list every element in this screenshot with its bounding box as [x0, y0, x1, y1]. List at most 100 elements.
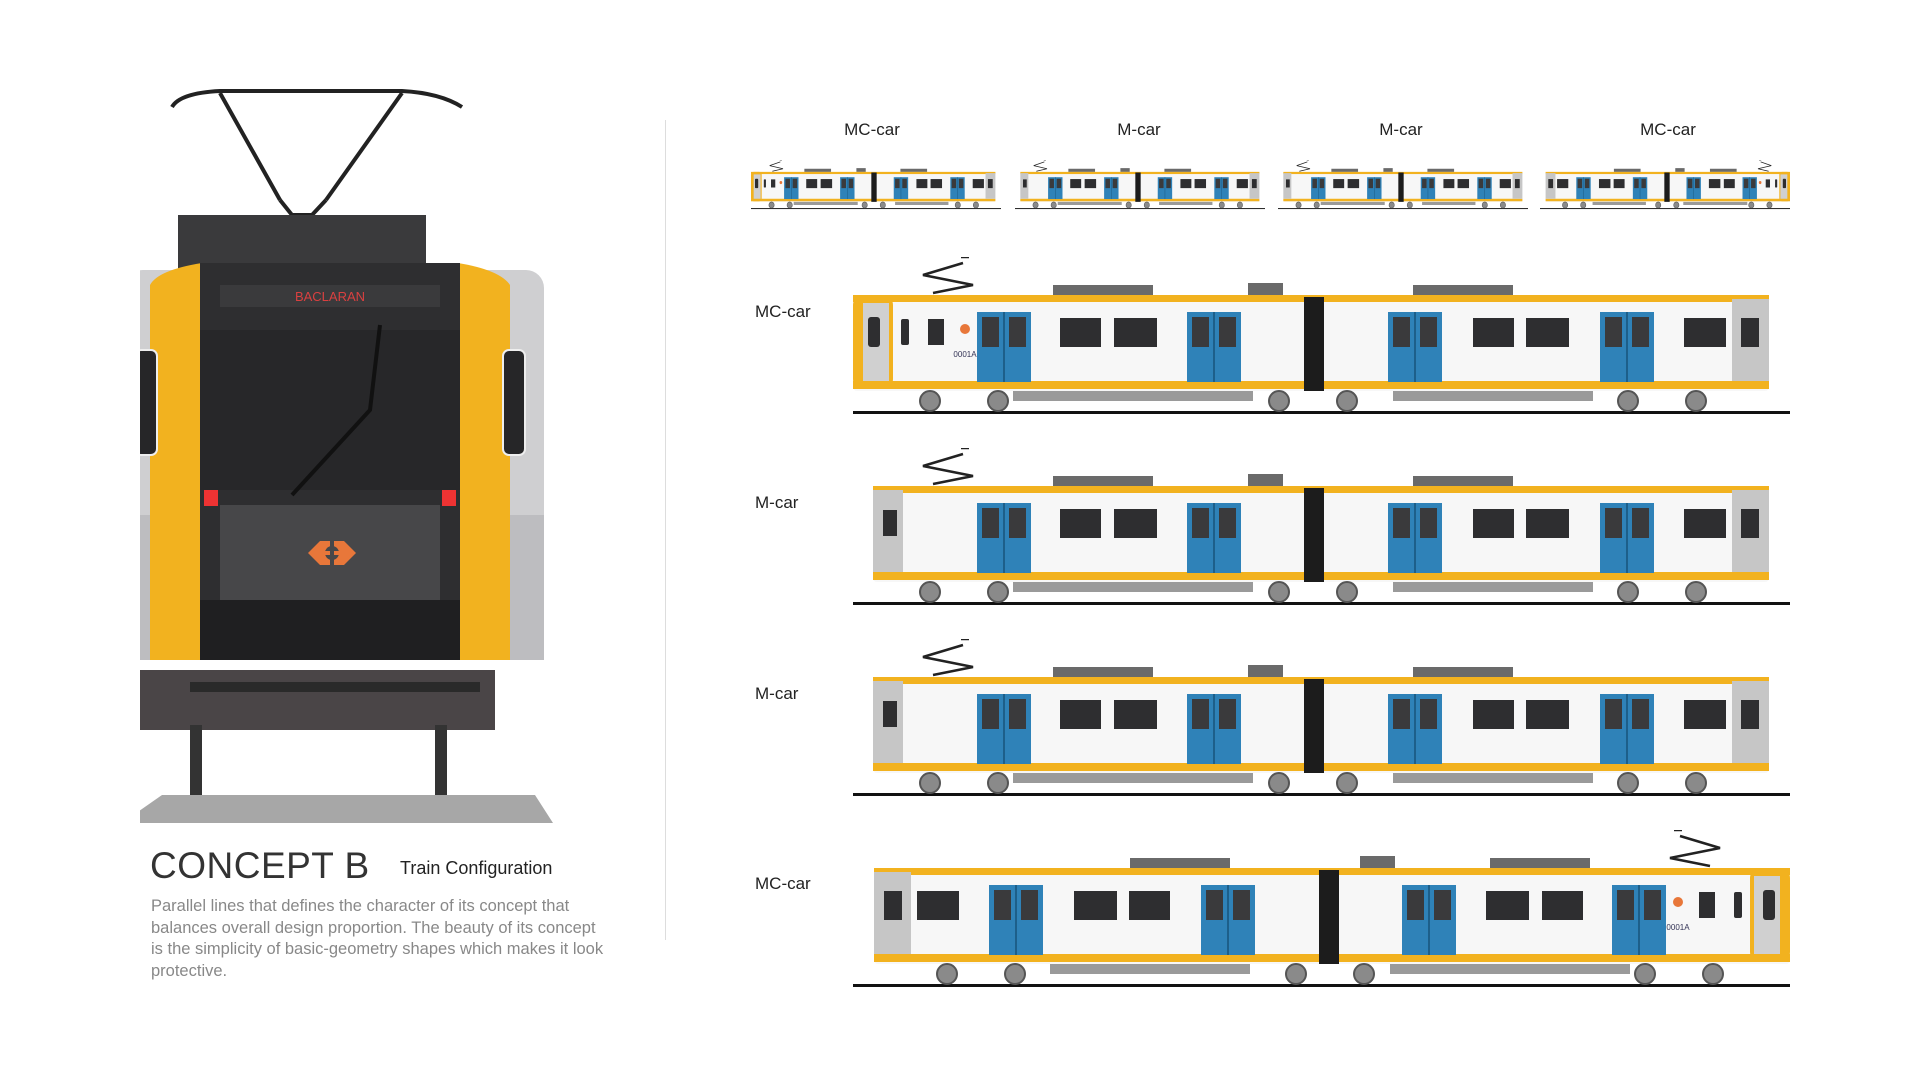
- door-seam: [1626, 312, 1628, 382]
- window: [1114, 509, 1157, 538]
- wheel: [1313, 201, 1320, 209]
- wheel: [1702, 963, 1724, 985]
- door-window: [1166, 178, 1171, 189]
- wheel: [987, 772, 1009, 794]
- door-seam: [1626, 694, 1628, 764]
- window: [1251, 179, 1257, 189]
- concept-title: CONCEPT B: [150, 845, 370, 886]
- wheel: [1268, 390, 1290, 412]
- gangway: [1304, 488, 1324, 582]
- rail: [853, 984, 1790, 987]
- destination-display: [220, 285, 440, 307]
- window: [917, 891, 959, 920]
- door-seam: [1003, 694, 1005, 764]
- roof-unit: [1053, 476, 1153, 488]
- wheel: [1004, 963, 1026, 985]
- door-window: [1206, 890, 1223, 920]
- door-window: [1695, 178, 1700, 189]
- wheel: [1685, 581, 1707, 603]
- roof-unit: [1120, 168, 1130, 173]
- door-window: [1192, 699, 1209, 729]
- roof-unit: [1413, 476, 1513, 488]
- wheel: [1268, 581, 1290, 603]
- door-seam: [791, 177, 792, 200]
- door-window: [1056, 178, 1062, 189]
- train-front-view: BACLARAN: [140, 89, 553, 823]
- pantograph: [1296, 160, 1311, 172]
- wheel: [1685, 772, 1707, 794]
- wheel: [1748, 201, 1755, 209]
- door-window: [1577, 178, 1583, 189]
- row-label: M-car: [755, 684, 799, 703]
- platform: [140, 795, 553, 823]
- rail: [1278, 208, 1528, 210]
- wheel: [1336, 772, 1358, 794]
- window: [1741, 318, 1759, 347]
- cab-window: [928, 319, 944, 345]
- window: [1741, 700, 1759, 729]
- door-seam: [1221, 177, 1222, 200]
- cab-window: [1763, 890, 1775, 920]
- door-window: [848, 178, 854, 189]
- end-window: [1023, 179, 1027, 188]
- roof-unit: [1675, 168, 1685, 173]
- window: [1074, 891, 1117, 920]
- row-label: MC-car: [755, 874, 811, 893]
- door-window: [982, 508, 999, 538]
- door-seam: [1749, 177, 1750, 200]
- door-seam: [1414, 312, 1416, 382]
- mini-car: [751, 160, 1001, 210]
- door-seam: [1427, 177, 1429, 200]
- underframe-equipment: [1159, 200, 1213, 205]
- door-window: [1420, 699, 1437, 729]
- door-seam: [847, 177, 848, 200]
- rail: [853, 411, 1790, 414]
- door-window: [1219, 699, 1236, 729]
- door-window: [1393, 508, 1410, 538]
- window: [1514, 179, 1520, 189]
- door-window: [1009, 317, 1026, 347]
- wheel: [1353, 963, 1375, 985]
- door-window: [958, 178, 964, 189]
- window: [1473, 700, 1514, 729]
- cab-window: [1734, 892, 1742, 918]
- cab-window: [763, 179, 766, 188]
- wheel: [861, 201, 868, 209]
- skirt: [200, 600, 460, 660]
- roof-unit: [1427, 168, 1455, 173]
- window: [987, 179, 993, 189]
- cab-window: [1765, 179, 1770, 188]
- wheel: [1336, 581, 1358, 603]
- side-car: [853, 639, 1790, 796]
- mini-label: MC-car: [1640, 120, 1696, 139]
- window: [1499, 179, 1511, 189]
- door-window: [982, 317, 999, 347]
- wheel: [954, 201, 961, 209]
- door-window: [1434, 890, 1451, 920]
- cab-window: [1782, 178, 1786, 189]
- door-window: [1617, 890, 1634, 920]
- door-window: [1584, 178, 1590, 189]
- roof-unit: [1413, 667, 1513, 679]
- wheel: [768, 201, 775, 209]
- mini-label: M-car: [1379, 120, 1423, 139]
- car-number: 0001A: [953, 350, 977, 359]
- wheel: [1143, 201, 1150, 209]
- roof-unit: [1130, 858, 1230, 870]
- door-seam: [900, 177, 902, 200]
- door-window: [1192, 317, 1209, 347]
- window: [1684, 318, 1726, 347]
- window: [806, 179, 818, 189]
- roof-unit: [1709, 168, 1737, 173]
- window: [930, 179, 943, 189]
- wheel: [1268, 772, 1290, 794]
- door-window: [1319, 178, 1325, 189]
- pantograph: [1033, 160, 1048, 172]
- underframe-equipment: [1320, 200, 1385, 205]
- window: [1060, 700, 1101, 729]
- door-window: [1687, 178, 1693, 189]
- door-seam: [1414, 694, 1416, 764]
- window: [1060, 318, 1101, 347]
- window: [1194, 179, 1207, 189]
- door-window: [1192, 508, 1209, 538]
